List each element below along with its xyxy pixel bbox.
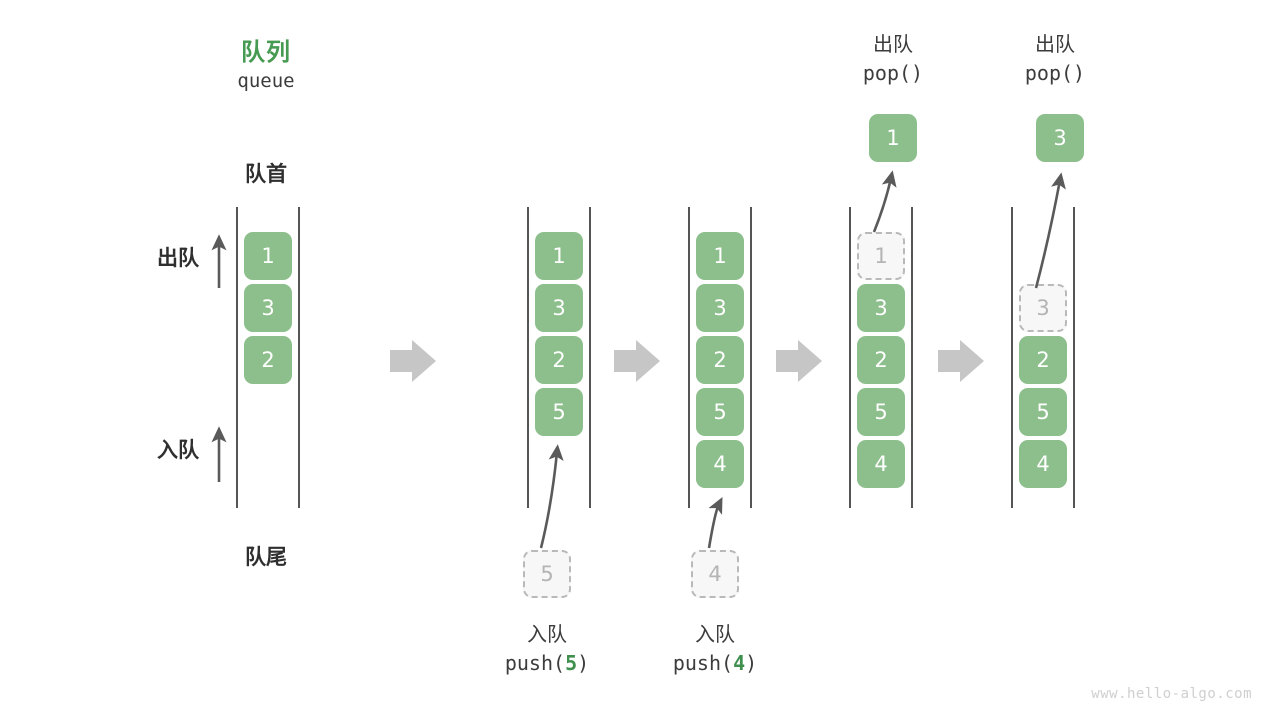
push-paren-close: ) [745, 651, 758, 675]
pop-3-arrow-icon [1034, 172, 1066, 289]
queue-cell: 2 [244, 336, 292, 384]
queue-rail-right-step-3 [750, 207, 752, 508]
queue-cell: 3 [857, 284, 905, 332]
queue-cell: 5 [1019, 388, 1067, 436]
queue-cell: 2 [535, 336, 583, 384]
incoming-element-ghost: 4 [691, 550, 739, 598]
diagram-title-cn: 队列 [241, 38, 291, 66]
step-caption-cn: 入队 [527, 622, 567, 646]
queue-rail-right-step-4 [911, 207, 913, 508]
queue-rail-left-step-3 [688, 207, 690, 508]
queue-head-label: 队首 [245, 162, 287, 186]
step-caption-pop-1: 出队 pop() [813, 30, 973, 88]
step-caption-push-5: 入队 push(5) [467, 620, 627, 678]
queue-rail-right-step-5 [1073, 207, 1075, 508]
queue-rail-left-step-1 [236, 207, 238, 508]
queue-rail-right-step-2 [589, 207, 591, 508]
queue-cell: 3 [696, 284, 744, 332]
queue-rail-right-step-1 [298, 207, 300, 508]
diagram-title-en: queue [237, 70, 295, 92]
step-caption-push-4: 入队 push(4) [635, 620, 795, 678]
queue-cell: 4 [857, 440, 905, 488]
queue-cell: 1 [696, 232, 744, 280]
step-caption-pop-3: 出队 pop() [975, 30, 1135, 88]
step-caption-cn: 入队 [695, 622, 735, 646]
push-argument: 5 [565, 651, 578, 675]
queue-cell: 1 [244, 232, 292, 280]
queue-tail-label: 队尾 [245, 545, 287, 569]
popped-element: 1 [869, 114, 917, 162]
queue-cell: 2 [696, 336, 744, 384]
queue-cell-new: 4 [696, 440, 744, 488]
step-arrow-icon-3 [776, 340, 822, 382]
queue-cell-new: 5 [535, 388, 583, 436]
queue-cell: 2 [1019, 336, 1067, 384]
step-caption-en: push(4) [635, 649, 795, 678]
queue-cell-removed-ghost: 1 [857, 232, 905, 280]
incoming-element-ghost: 5 [523, 550, 571, 598]
push-argument: 4 [733, 651, 746, 675]
popped-element: 3 [1036, 114, 1084, 162]
queue-rail-left-step-5 [1011, 207, 1013, 508]
step-caption-en: pop() [1024, 61, 1086, 85]
push-paren-close: ) [577, 651, 590, 675]
step-caption-en: push(5) [467, 649, 627, 678]
queue-cell: 3 [535, 284, 583, 332]
queue-cell: 5 [696, 388, 744, 436]
queue-cell: 3 [244, 284, 292, 332]
queue-rail-left-step-4 [849, 207, 851, 508]
pop-1-arrow-icon [872, 170, 897, 233]
site-watermark: www.hello-algo.com [1091, 686, 1252, 702]
dequeue-direction-label: 出队 [157, 246, 199, 270]
queue-cell-removed-ghost: 3 [1019, 284, 1067, 332]
queue-cell: 2 [857, 336, 905, 384]
step-arrow-icon-1 [390, 340, 436, 382]
enqueue-direction-label: 入队 [157, 438, 199, 462]
step-caption-en: pop() [862, 61, 924, 85]
queue-rail-left-step-2 [527, 207, 529, 508]
push-fn-name: push( [672, 651, 734, 675]
queue-cell: 4 [1019, 440, 1067, 488]
step-caption-cn: 出队 [1035, 32, 1075, 56]
push-fn-name: push( [504, 651, 566, 675]
queue-cell: 1 [535, 232, 583, 280]
step-arrow-icon-4 [938, 340, 984, 382]
push-4-arrow-icon [707, 497, 723, 549]
step-caption-cn: 出队 [873, 32, 913, 56]
queue-cell: 5 [857, 388, 905, 436]
step-arrow-icon-2 [614, 340, 660, 382]
push-5-arrow-icon [539, 444, 564, 549]
